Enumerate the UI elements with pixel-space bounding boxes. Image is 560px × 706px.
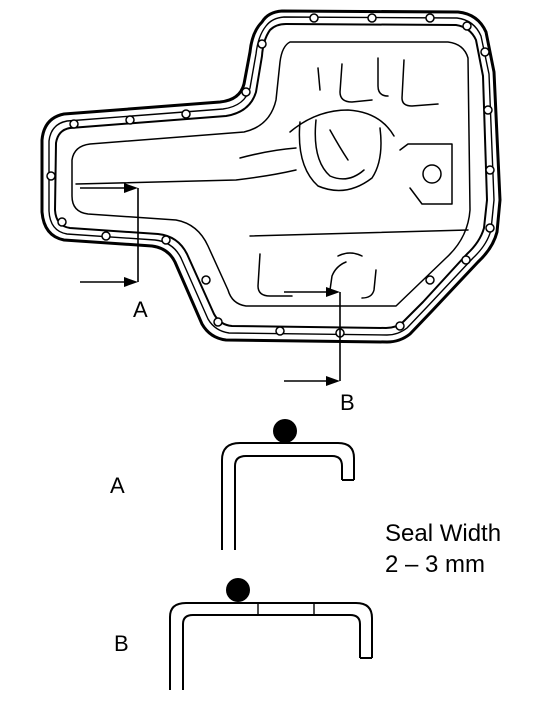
bolt-hole (485, 165, 495, 175)
bolt-hole (483, 105, 493, 115)
bolt-hole (275, 326, 285, 336)
seal-width-title: Seal Width (385, 520, 501, 547)
bolt-hole (367, 13, 377, 23)
section-b-arrowheads (326, 287, 340, 386)
arrowhead (326, 287, 340, 297)
bolt-hole (181, 109, 191, 119)
cross-section-b (169, 602, 373, 690)
bolt-hole (485, 223, 495, 233)
bolt-hole (161, 235, 171, 245)
bolt-hole (461, 255, 471, 265)
arrowhead (124, 277, 138, 287)
bolt-hole (125, 115, 135, 125)
oil-pan-outer-flange (40, 9, 502, 344)
section-label-a-top: A (133, 297, 148, 322)
section-label-b-detail: B (114, 631, 129, 656)
bolt-hole (480, 47, 490, 57)
oil-pan (40, 9, 502, 344)
sealant-bead-path (48, 16, 495, 336)
oil-pan-inner-flange (54, 23, 488, 329)
section-label-a-detail: A (110, 473, 125, 498)
arrowhead (326, 376, 340, 386)
bolt-hole (57, 217, 67, 227)
bolt-hole (201, 275, 211, 285)
bolt-hole (395, 321, 405, 331)
bolt-hole (425, 13, 435, 23)
bolt-hole (257, 39, 267, 49)
bolt-hole (46, 171, 56, 181)
pan-internal-features (75, 57, 469, 299)
section-a-indicator (80, 187, 139, 283)
section-label-b-top: B (340, 390, 355, 415)
section-a-arrowheads (124, 183, 138, 287)
seal-width-value: 2 – 3 mm (385, 551, 485, 578)
bolt-hole (101, 231, 111, 241)
bolt-hole (462, 21, 472, 31)
bolt-hole (69, 119, 79, 129)
seal-bead-b (226, 578, 250, 602)
oil-pan-floor-edge (71, 41, 471, 307)
bolt-hole (241, 87, 251, 97)
bolt-hole (309, 13, 319, 23)
seal-bead-a (273, 419, 297, 443)
arrowhead (124, 183, 138, 193)
bolt-hole (425, 275, 435, 285)
bolt-hole (213, 317, 223, 327)
cross-section-a (221, 442, 355, 550)
section-b-indicator (284, 291, 341, 382)
